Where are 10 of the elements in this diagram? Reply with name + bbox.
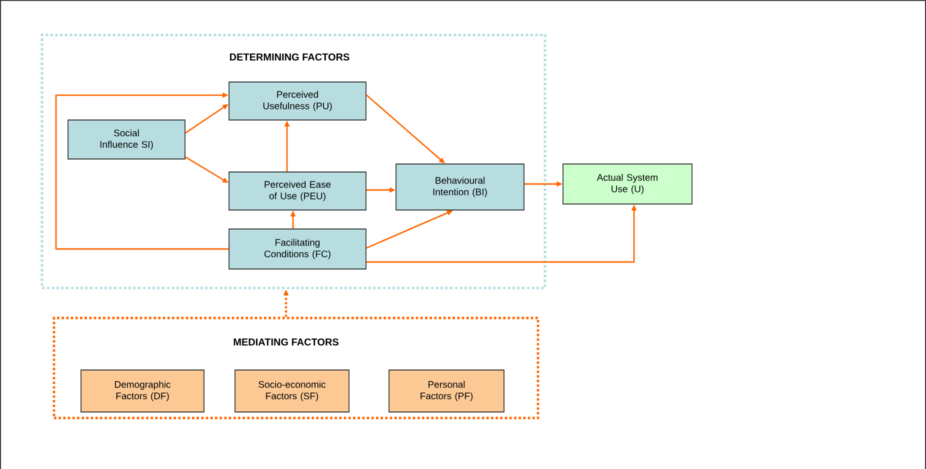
process-box: Perceived Usefulness (PU) [228,82,366,120]
outcome-box: Actual System Use (U) [562,164,692,204]
factor-box: Socio-economic Factors (SF) [234,370,350,412]
process-box: Perceived Ease of Use (PEU) [228,172,366,210]
process-box: Behavioural Intention (BI) [396,164,524,210]
process-box: Social Influence SI) [68,120,186,160]
process-box: Facilitating Conditions (FC) [228,228,366,270]
factor-box: Demographic Factors (DF) [80,370,204,412]
arrow [55,92,229,250]
factor-box: Personal Factors (PF) [388,370,504,412]
